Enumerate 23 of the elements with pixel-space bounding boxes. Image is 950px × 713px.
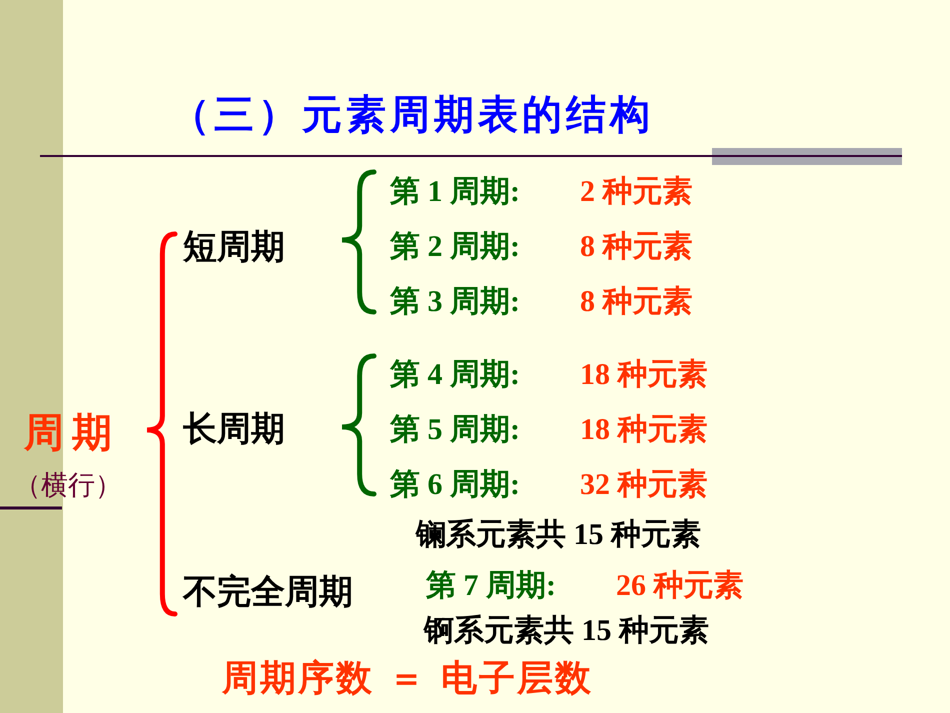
series-note: 锕系元素共 15 种元素 <box>424 614 709 648</box>
group-label: 不完全周期 <box>183 573 353 612</box>
element-count: 18 种元素 <box>580 413 708 448</box>
period-label: 第 4 周期: <box>390 358 520 392</box>
period-label: 第 6 周期: <box>390 468 520 502</box>
slide-title: （三）元素周期表的结构 <box>170 92 654 138</box>
category-subtitle: （横行） <box>14 470 122 502</box>
period-label: 第 7 周期: <box>426 569 556 604</box>
element-count: 26 种元素 <box>616 569 744 604</box>
formula-text: 周期序数 ＝ 电子层数 <box>222 658 594 700</box>
element-count: 8 种元素 <box>580 230 692 264</box>
period-label: 第 2 周期: <box>390 230 520 264</box>
element-count: 32 种元素 <box>580 468 708 502</box>
group-label: 长周期 <box>183 410 285 450</box>
period-label: 第 1 周期: <box>390 175 520 210</box>
element-count: 2 种元素 <box>580 175 692 210</box>
group-label: 短周期 <box>183 228 285 268</box>
category-title: 周期 <box>24 410 120 456</box>
element-count: 8 种元素 <box>580 285 692 320</box>
period-label: 第 3 周期: <box>390 285 520 320</box>
series-note: 镧系元素共 15 种元素 <box>416 518 701 552</box>
period-label: 第 5 周期: <box>390 413 520 448</box>
element-count: 18 种元素 <box>580 358 708 392</box>
